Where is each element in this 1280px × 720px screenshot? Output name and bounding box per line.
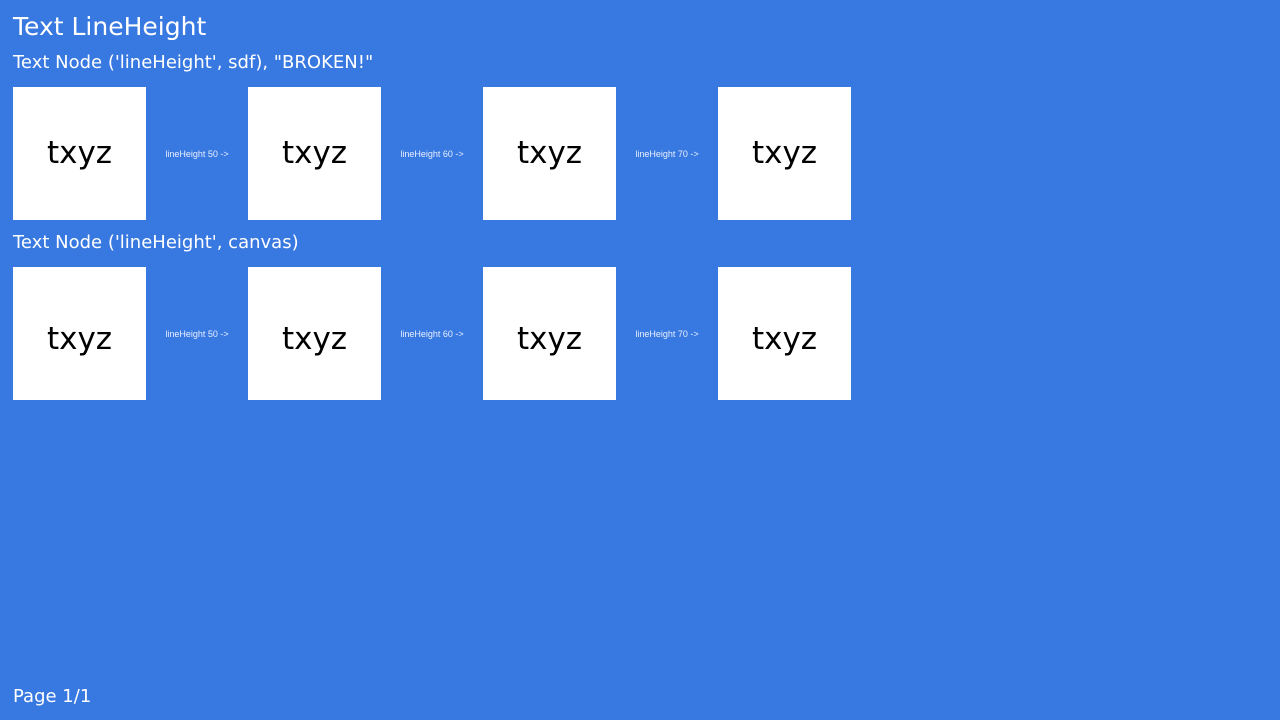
sample-box: txyz — [718, 87, 851, 220]
page-title: Text LineHeight — [13, 12, 207, 41]
sample-text: txyz — [46, 135, 113, 171]
page-indicator: Page 1/1 — [13, 686, 92, 707]
sample-box: txyz — [718, 267, 851, 400]
sample-box: txyz — [483, 87, 616, 220]
sample-text: txyz — [751, 135, 818, 171]
lineheight-arrow-label: lineHeight 60 -> — [400, 329, 464, 339]
lineheight-arrow-label: lineHeight 70 -> — [635, 149, 699, 159]
sample-text: txyz — [516, 135, 583, 171]
section-title-canvas: Text Node ('lineHeight', canvas) — [13, 232, 299, 253]
sample-text: txyz — [751, 321, 818, 357]
lineheight-arrow-label: lineHeight 50 -> — [165, 329, 229, 339]
section-title-sdf: Text Node ('lineHeight', sdf), "BROKEN!" — [13, 52, 374, 73]
lineheight-arrow-label: lineHeight 50 -> — [165, 149, 229, 159]
sample-box: txyz — [13, 87, 146, 220]
sample-text: txyz — [281, 321, 348, 357]
sample-box: txyz — [248, 87, 381, 220]
sample-box: txyz — [248, 267, 381, 400]
sample-text: txyz — [516, 321, 583, 357]
sample-text: txyz — [281, 135, 348, 171]
lineheight-arrow-label: lineHeight 60 -> — [400, 149, 464, 159]
sample-box: txyz — [13, 267, 146, 400]
sample-text: txyz — [46, 321, 113, 357]
sample-box: txyz — [483, 267, 616, 400]
lineheight-arrow-label: lineHeight 70 -> — [635, 329, 699, 339]
